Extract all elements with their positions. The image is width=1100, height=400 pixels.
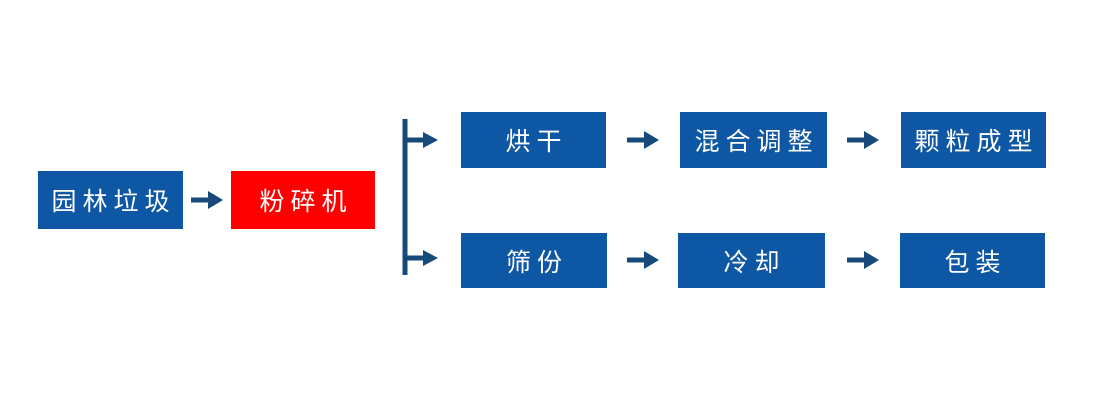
node-sieving: 筛份 — [461, 233, 607, 288]
flow-arrow-icon — [627, 251, 659, 269]
flow-arrow-icon — [191, 191, 223, 209]
flow-arrow-icon — [847, 131, 879, 149]
flow-arrow-icon — [627, 131, 659, 149]
node-pellet-forming: 颗粒成型 — [901, 112, 1046, 168]
node-cooling: 冷却 — [678, 233, 825, 288]
node-mixing-adjustment: 混合调整 — [680, 112, 827, 168]
branch-connector — [402, 119, 438, 275]
node-garden-waste: 园林垃圾 — [38, 171, 183, 229]
node-packaging: 包装 — [900, 233, 1045, 288]
node-shredder: 粉碎机 — [231, 171, 375, 229]
flow-arrow-icon — [847, 251, 879, 269]
node-drying: 烘干 — [461, 112, 606, 168]
